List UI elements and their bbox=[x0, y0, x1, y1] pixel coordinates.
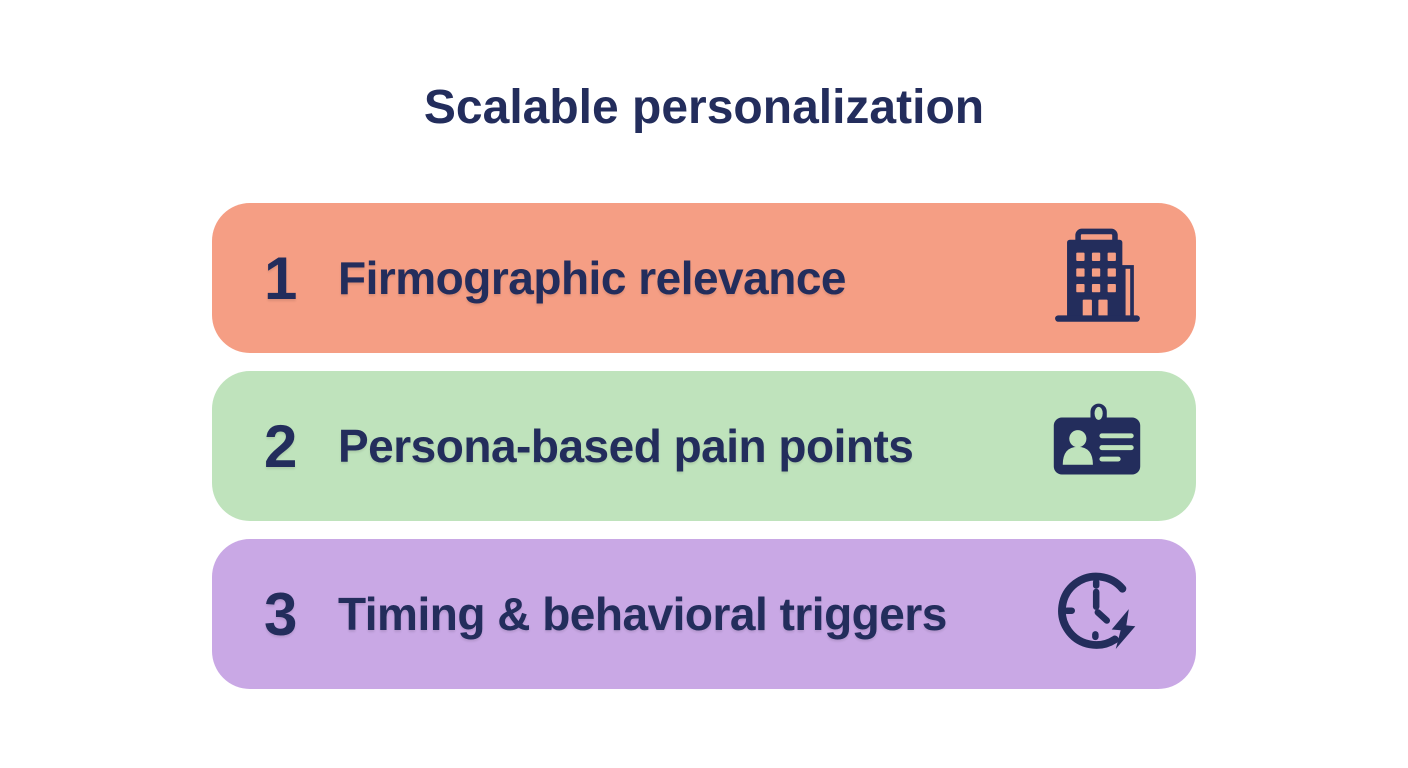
rows-list: 1 Firmographic relevance bbox=[212, 203, 1196, 689]
row-number: 2 bbox=[264, 412, 298, 480]
building-icon bbox=[1044, 225, 1150, 331]
page-title: Scalable personalization bbox=[423, 81, 985, 134]
id-card-icon bbox=[1044, 393, 1150, 499]
row-timing-behavioral-triggers: 3 Timing & behavioral triggers bbox=[212, 539, 1196, 689]
row-number: 3 bbox=[264, 580, 298, 648]
row-persona-based-pain-points: 2 Persona-based pain points bbox=[212, 371, 1196, 521]
row-label: Timing & behavioral triggers bbox=[338, 588, 947, 640]
row-label: Firmographic relevance bbox=[338, 252, 846, 304]
row-firmographic-relevance: 1 Firmographic relevance bbox=[212, 203, 1196, 353]
row-label: Persona-based pain points bbox=[338, 420, 914, 472]
row-number: 1 bbox=[264, 244, 298, 312]
clock-bolt-icon bbox=[1044, 561, 1150, 667]
